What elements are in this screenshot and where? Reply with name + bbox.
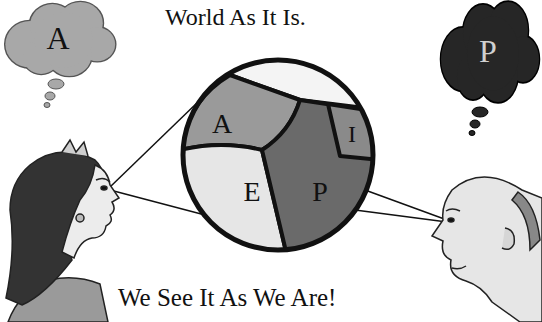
ball-segment: P xyxy=(308,175,332,210)
thought-trail xyxy=(469,107,488,136)
thought-cloud: P xyxy=(438,2,538,102)
caption: We See It As We Are! xyxy=(118,284,336,312)
title: World As It Is. xyxy=(165,4,306,31)
node-letter: P xyxy=(312,177,328,208)
ball-segment: I xyxy=(344,119,360,149)
ball-segment: A xyxy=(208,107,236,142)
node-letter: I xyxy=(348,121,356,147)
ball-segment: E xyxy=(239,175,264,210)
node-letter: P xyxy=(479,34,497,69)
woman-figure xyxy=(6,140,119,322)
thought-trail xyxy=(44,79,64,108)
node-letter: A xyxy=(212,109,232,140)
node-letter: E xyxy=(243,177,260,208)
beach-ball xyxy=(175,50,380,260)
man-figure xyxy=(432,177,542,322)
thought-cloud: A xyxy=(2,2,114,76)
node-letter: A xyxy=(46,21,69,56)
